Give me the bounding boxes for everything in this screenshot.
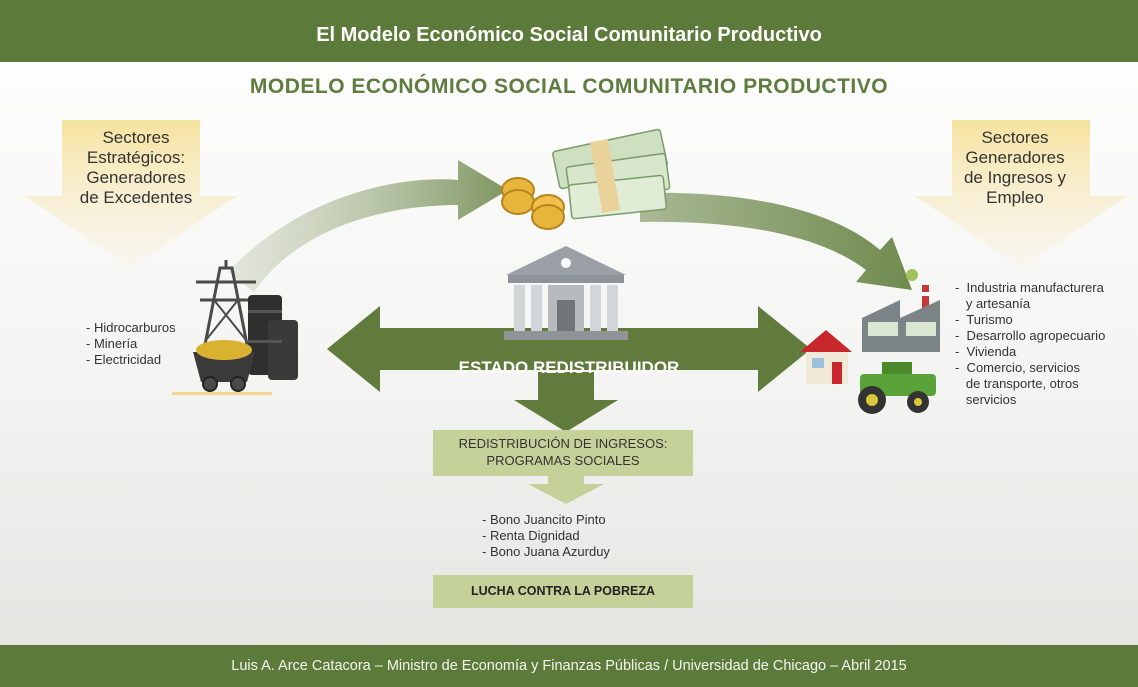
right-sector-arrow xyxy=(915,120,1127,268)
list-item: - Minería xyxy=(86,336,138,351)
list-item: - Renta Dignidad xyxy=(482,528,580,543)
right-arc-arrow xyxy=(640,192,912,290)
right-sector-title-line: Sectores xyxy=(981,128,1049,147)
left-sector-arrow xyxy=(25,120,237,268)
list-item: y artesanía xyxy=(955,296,1031,311)
social-programs-list: - Bono Juancito Pinto - Renta Dignidad -… xyxy=(482,512,610,560)
factory-house-tractor-icon xyxy=(800,269,940,414)
programs-down-arrow xyxy=(528,476,604,504)
money-stack-icon xyxy=(501,128,671,230)
list-item: de transporte, otros xyxy=(955,376,1079,391)
left-sector-title: Sectores Estratégicos: Generadores de Ex… xyxy=(52,128,220,208)
left-sector-title-line: Sectores xyxy=(102,128,170,147)
footer-credit: Luis A. Arce Catacora – Ministro de Econ… xyxy=(0,645,1138,687)
bank-building-icon xyxy=(504,246,628,340)
right-sector-title: Sectores Generadores de Ingresos y Emple… xyxy=(925,128,1105,208)
right-sector-title-line: de Ingresos y xyxy=(963,168,1067,187)
list-item: - Desarrollo agropecuario xyxy=(955,328,1106,343)
list-item: servicios xyxy=(955,392,1017,407)
state-double-arrow xyxy=(327,306,811,392)
list-item: - Vivienda xyxy=(955,344,1017,359)
redistribution-box: REDISTRIBUCIÓN DE INGRESOS: PROGRAMAS SO… xyxy=(433,430,693,476)
list-item: - Bono Juana Azurduy xyxy=(482,544,610,559)
right-sector-title-line: Empleo xyxy=(986,188,1044,207)
redistribution-line: REDISTRIBUCIÓN DE INGRESOS: xyxy=(458,436,668,451)
state-redistributor-label: ESTADO REDISTRIBUIDOR xyxy=(458,358,680,377)
list-item: - Bono Juancito Pinto xyxy=(482,512,606,527)
diagram-subtitle: MODELO ECONÓMICO SOCIAL COMUNITARIO PROD… xyxy=(249,75,889,98)
right-sector-title-line: Generadores xyxy=(965,148,1065,167)
list-item: - Hidrocarburos xyxy=(86,320,176,335)
strategic-sectors-list: - Hidrocarburos - Minería - Electricidad xyxy=(86,320,176,368)
left-arc-arrow xyxy=(228,160,508,292)
list-item: - Turismo xyxy=(955,312,1013,327)
list-item: - Electricidad xyxy=(86,352,162,367)
left-sector-title-line: de Excedentes xyxy=(79,188,193,207)
list-item: - Comercio, servicios xyxy=(955,360,1080,375)
list-item: - Industria manufacturera xyxy=(955,280,1104,295)
power-tower-mining-icon xyxy=(172,260,298,395)
poverty-outcome-box: LUCHA CONTRA LA POBREZA xyxy=(433,575,693,608)
left-sector-title-line: Generadores xyxy=(86,168,186,187)
income-sectors-list: - Industria manufacturera y artesanía - … xyxy=(955,280,1105,408)
state-down-arrow xyxy=(514,372,618,432)
header-title: El Modelo Económico Social Comunitario P… xyxy=(0,0,1138,62)
left-sector-title-line: Estratégicos: xyxy=(86,148,186,167)
redistribution-line: PROGRAMAS SOCIALES xyxy=(486,453,640,468)
